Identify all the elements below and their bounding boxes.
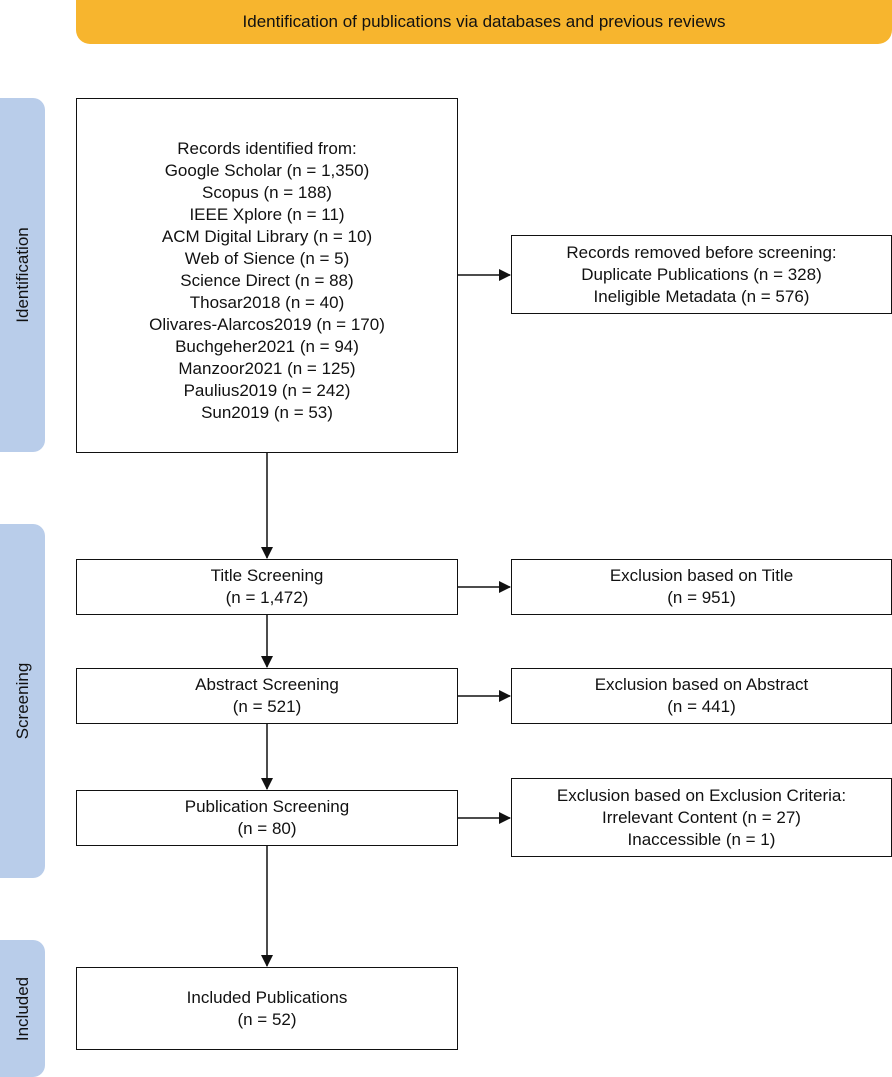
abstract-screening-label: Abstract Screening [195,675,339,694]
source-thosar2018: Thosar2018 (n = 40) [189,292,345,312]
criteria-exclusion-box: Exclusion based on Exclusion Criteria: I… [511,778,892,857]
source-ieee-xplore: IEEE Xplore (n = 11) [189,204,345,224]
source-olivares-alarcos2019: Olivares-Alarcos2019 (n = 170) [149,314,385,334]
source-manzoor2021: Manzoor2021 (n = 125) [178,358,356,378]
title-screening-box: Title Screening (n = 1,472) [76,559,458,615]
header-banner: Identification of publications via datab… [76,0,892,44]
source-buchgeher2021: Buchgeher2021 (n = 94) [175,336,359,356]
records-removed-box: Records removed before screening: Duplic… [511,235,892,314]
included-box: Included Publications (n = 52) [76,967,458,1050]
included-count: (n = 52) [237,1009,297,1029]
source-science-direct: Science Direct (n = 88) [180,270,354,290]
header-title: Identification of publications via datab… [242,12,726,31]
phase-included: Included [0,940,45,1077]
source-google-scholar: Google Scholar (n = 1,350) [164,160,370,180]
abstract-exclusion-label: Exclusion based on Abstract [594,675,809,694]
source-sun2019: Sun2019 (n = 53) [201,402,333,422]
records-identified-heading: Records identified from: [177,138,357,158]
records-removed-heading: Records removed before screening: [566,242,837,262]
removed-duplicates: Duplicate Publications (n = 328) [581,264,822,284]
publication-screening-count: (n = 80) [237,819,297,838]
title-exclusion-count: (n = 951) [667,588,736,607]
phase-screening: Screening [0,524,45,878]
source-scopus: Scopus (n = 188) [202,182,332,202]
source-acm-digital-library: ACM Digital Library (n = 10) [161,226,373,246]
removed-ineligible-metadata: Ineligible Metadata (n = 576) [593,286,810,306]
criteria-exclusion-heading: Exclusion based on Exclusion Criteria: [556,785,847,805]
publication-screening-box: Publication Screening (n = 80) [76,790,458,846]
title-screening-label: Title Screening [210,566,324,585]
abstract-screening-count: (n = 521) [232,697,302,716]
criteria-inaccessible: Inaccessible (n = 1) [627,829,776,849]
source-web-of-science: Web of Sience (n = 5) [184,248,350,268]
abstract-exclusion-box: Exclusion based on Abstract (n = 441) [511,668,892,724]
phase-identification: Identification [0,98,45,452]
abstract-exclusion-count: (n = 441) [667,697,736,716]
publication-screening-label: Publication Screening [184,797,350,816]
source-paulius2019: Paulius2019 (n = 242) [183,380,351,400]
criteria-irrelevant-content: Irrelevant Content (n = 27) [602,807,801,827]
included-label: Included Publications [186,987,348,1007]
abstract-screening-box: Abstract Screening (n = 521) [76,668,458,724]
title-screening-count: (n = 1,472) [225,588,309,607]
records-identified-box: Records identified from: Google Scholar … [76,98,458,453]
title-exclusion-label: Exclusion based on Title [609,566,794,585]
